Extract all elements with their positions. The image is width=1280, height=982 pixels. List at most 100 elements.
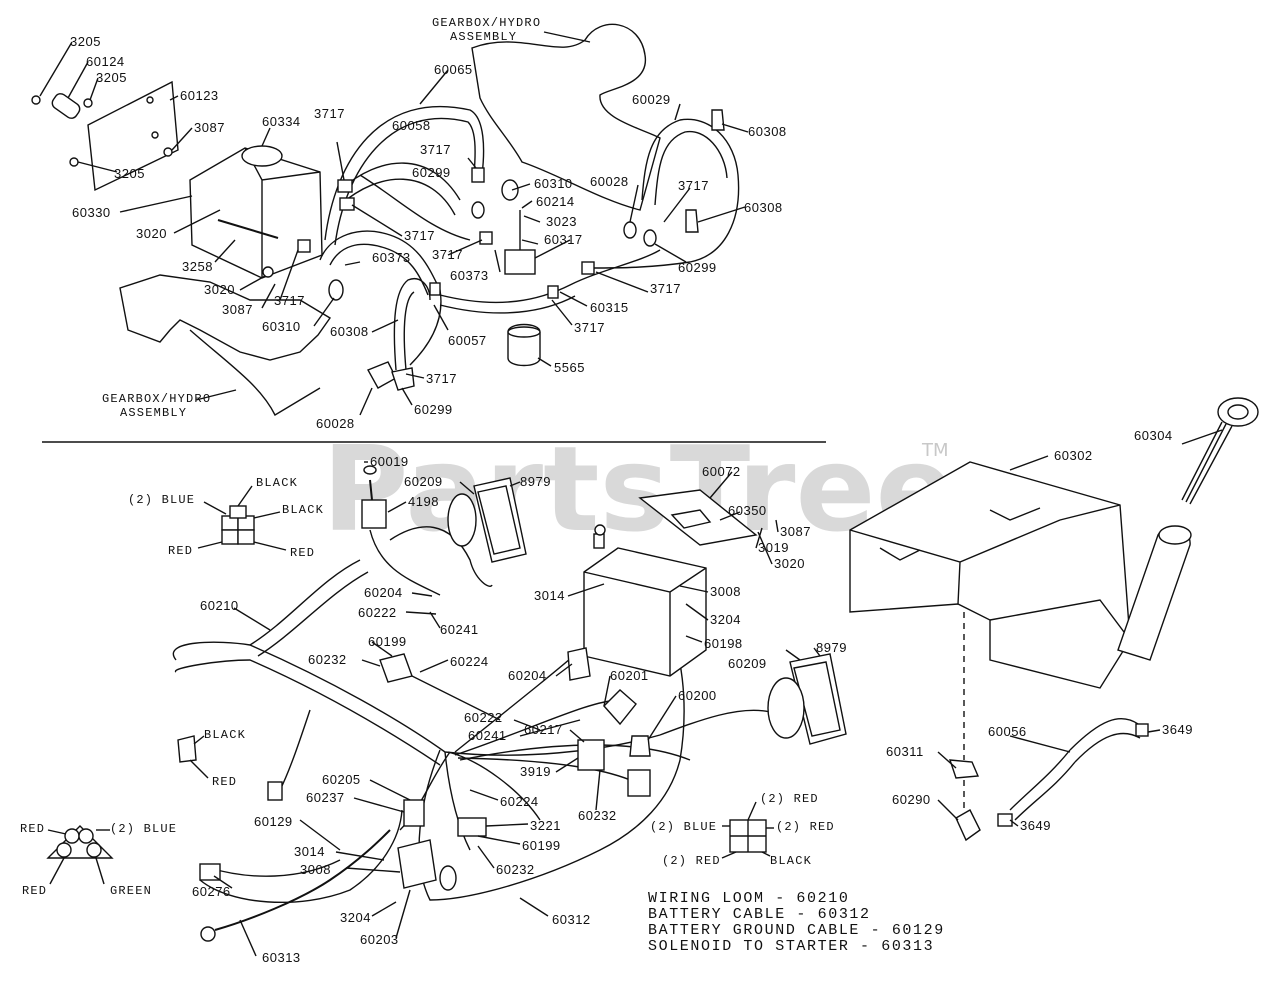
key-switch [361, 465, 387, 529]
color-label: (2) RED [662, 854, 721, 868]
wiring-note-ground-cable: BATTERY GROUND CABLE - 60129 [648, 922, 945, 939]
part-label: 3717 [274, 293, 305, 308]
part-label: 60204 [508, 668, 547, 683]
fuel-filler-neck [1117, 525, 1192, 661]
part-label: 3205 [96, 70, 127, 85]
part-label: 3087 [222, 302, 253, 317]
color-label: BLACK [282, 503, 324, 517]
part-label: 60209 [728, 656, 767, 671]
color-label: RED [290, 546, 315, 560]
gearbox-label-top-line2: ASSEMBLY [450, 30, 517, 44]
part-label: 5565 [554, 360, 585, 375]
part-label: 60199 [522, 838, 561, 853]
part-label: 60308 [330, 324, 369, 339]
part-label: 3919 [520, 764, 551, 779]
part-label: 60290 [892, 792, 931, 807]
part-label: 3014 [294, 844, 325, 859]
part-label: 3008 [300, 862, 331, 877]
part-label: 60217 [524, 722, 563, 737]
part-label: 60199 [368, 634, 407, 649]
watermark-trademark: TM [921, 440, 949, 461]
bracket-bushing [31, 93, 173, 167]
part-label: 3008 [710, 584, 741, 599]
part-label: 3205 [70, 34, 101, 49]
mounting-bracket [87, 80, 179, 192]
part-label: 60209 [404, 474, 443, 489]
starter-cable-60313 [200, 829, 391, 942]
connector-1 [221, 505, 255, 545]
part-label: 3019 [758, 540, 789, 555]
part-label: 3204 [710, 612, 741, 627]
gearbox-label-top-line1: GEARBOX/HYDRO [432, 16, 541, 30]
hose-60308-lower [393, 249, 661, 371]
part-label: 60237 [306, 790, 345, 805]
part-label: 3717 [426, 371, 457, 386]
hose-60029 [589, 118, 740, 269]
leaders-fuel [937, 429, 1223, 827]
assembly-labels: GEARBOX/HYDRO ASSEMBLY GEARBOX/HYDRO ASS… [102, 16, 541, 420]
headlight-left [447, 477, 527, 563]
part-label: 60028 [590, 174, 629, 189]
part-label: 60058 [392, 118, 431, 133]
part-label: 3205 [114, 166, 145, 181]
fuel-tank [849, 461, 1131, 689]
gearbox-label-bottom-line2: ASSEMBLY [120, 406, 187, 420]
part-label: 60313 [262, 950, 301, 965]
part-label: 60056 [988, 724, 1027, 739]
part-label: 3014 [534, 588, 565, 603]
part-label: 60299 [412, 165, 451, 180]
part-label: 3717 [432, 247, 463, 262]
part-label: 60205 [322, 772, 361, 787]
part-label: 60210 [200, 598, 239, 613]
part-label: 60019 [370, 454, 409, 469]
wiring-notes: WIRING LOOM - 60210 BATTERY CABLE - 6031… [648, 890, 945, 955]
part-label: 60302 [1054, 448, 1093, 463]
fuel-gauge-sender [1181, 397, 1259, 505]
part-label: 60124 [86, 54, 125, 69]
color-label: RED [22, 884, 47, 898]
part-label: 3717 [678, 178, 709, 193]
part-label: 60308 [744, 200, 783, 215]
color-label: (2) RED [776, 820, 835, 834]
part-label: 60232 [308, 652, 347, 667]
leaders-top [39, 31, 749, 416]
hydraulic-filter [507, 323, 541, 367]
color-label: (2) BLUE [128, 493, 195, 507]
part-label: 60072 [702, 464, 741, 479]
ground-cable-60129 [199, 809, 403, 903]
part-label: 60214 [536, 194, 575, 209]
color-label: GREEN [110, 884, 152, 898]
part-label: 60057 [448, 333, 487, 348]
part-label: 3087 [194, 120, 225, 135]
part-label: 3717 [420, 142, 451, 157]
part-label: 3717 [314, 106, 345, 121]
fuel-line [948, 612, 1149, 842]
wire-color-leaders [47, 485, 774, 885]
part-label: 60373 [450, 268, 489, 283]
part-label: 60204 [364, 585, 403, 600]
part-label: 60200 [678, 688, 717, 703]
part-label: 60299 [414, 402, 453, 417]
control-valve [504, 210, 571, 275]
part-label: 60029 [632, 92, 671, 107]
part-label: 3649 [1162, 722, 1193, 737]
gearbox-outline-top [471, 23, 661, 211]
part-label: 3717 [650, 281, 681, 296]
part-labels-top: 3205 60124 3205 60123 3087 3205 60334 60… [70, 34, 787, 431]
wiring-loom-60210 [172, 559, 661, 766]
connector-4 [729, 819, 767, 853]
part-label: 60330 [72, 205, 111, 220]
part-label: 60203 [360, 932, 399, 947]
headlight-right [767, 653, 847, 745]
color-label: RED [20, 822, 45, 836]
part-label: 60308 [748, 124, 787, 139]
part-label: 3023 [546, 214, 577, 229]
gearbox-outline-bottom [119, 274, 332, 416]
part-label: 3020 [136, 226, 167, 241]
color-label: (2) BLUE [110, 822, 177, 836]
fittings-top [297, 109, 725, 391]
part-label: 3258 [182, 259, 213, 274]
color-label: (2) RED [760, 792, 819, 806]
